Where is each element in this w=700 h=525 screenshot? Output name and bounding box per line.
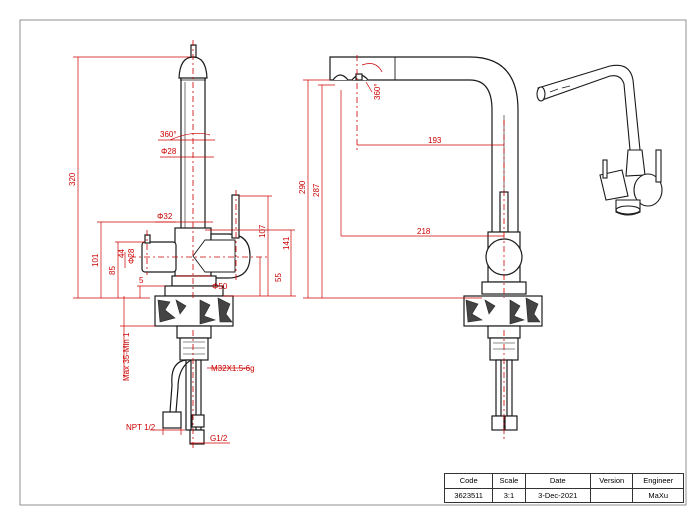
dim-360-front: 360° <box>160 130 177 139</box>
dim-5: 5 <box>139 276 144 285</box>
dim-287: 287 <box>312 183 321 197</box>
title-block-header-row: Code Scale Date Version Engineer <box>443 473 684 489</box>
value-version <box>590 487 634 503</box>
value-engineer: MaXu <box>632 487 684 503</box>
dim-npt: NPT 1/2 <box>126 423 156 432</box>
front-centerlines <box>130 40 270 450</box>
dim-101: 101 <box>91 253 100 267</box>
dim-360-side: 360° <box>373 83 382 100</box>
dim-218: 218 <box>417 227 431 236</box>
header-date: Date <box>524 473 592 489</box>
dim-thread-m32: M32X1.5-6g <box>211 364 255 373</box>
dim-141: 141 <box>282 236 291 250</box>
dim-g12: G1/2 <box>210 434 228 443</box>
value-code: 3623511 <box>443 487 494 503</box>
dim-44: 44 <box>117 249 126 258</box>
dimension-labels: 360° Φ28 Φ32 Φ50 M32X1.5-6g NPT 1/2 G1/2… <box>68 83 442 443</box>
header-code: Code <box>443 473 494 489</box>
header-version: Version <box>590 473 634 489</box>
header-scale: Scale <box>492 473 526 489</box>
dim-phi32: Φ32 <box>157 212 173 221</box>
dim-phi28-side: Φ28 <box>127 248 136 264</box>
dim-phi28-top: Φ28 <box>161 147 177 156</box>
dim-55: 55 <box>274 273 283 282</box>
value-date: 3-Dec-2021 <box>524 487 592 503</box>
title-block-value-row: 3623511 3:1 3-Dec-2021 MaXu <box>443 487 684 503</box>
title-block: Code Scale Date Version Engineer 3623511… <box>443 473 684 503</box>
dim-max-min: Max 35-Min 1 <box>122 332 131 381</box>
value-scale: 3:1 <box>492 487 526 503</box>
side-centerlines <box>356 55 505 440</box>
isometric-view <box>536 64 663 216</box>
dim-193: 193 <box>428 136 442 145</box>
dim-85: 85 <box>108 266 117 275</box>
side-view <box>329 56 543 431</box>
dim-290: 290 <box>298 180 307 194</box>
dim-107: 107 <box>258 224 267 238</box>
dim-320: 320 <box>68 172 77 186</box>
side-dimensions <box>303 63 504 299</box>
header-engineer: Engineer <box>632 473 684 489</box>
dim-phi50: Φ50 <box>212 282 228 291</box>
front-view <box>141 44 251 445</box>
drawing-frame <box>19 19 687 506</box>
front-dimensions <box>73 56 296 444</box>
